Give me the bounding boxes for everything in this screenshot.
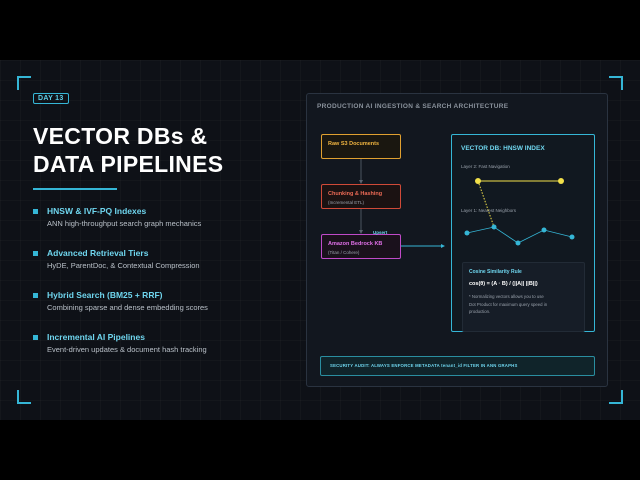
raw-s3-documents-node: Raw S3 Documents (321, 134, 401, 159)
cosine-formula: cos(θ) = (A · B) / (||A|| ||B||) (469, 281, 538, 287)
corner-bracket-bottom-right (609, 390, 623, 404)
flow-connectors (359, 159, 445, 248)
cosine-note: * Normalizing vectors allows you to use … (469, 294, 548, 314)
feature-item: HNSW & IVF-PQ Indexes ANN high-throughpu… (33, 206, 283, 248)
feature-title: Hybrid Search (BM25 + RRF) (47, 290, 163, 300)
layer-1-node (541, 227, 547, 233)
feature-item: Advanced Retrieval Tiers HyDE, ParentDoc… (33, 248, 283, 290)
architecture-panel: PRODUCTION AI INGESTION & SEARCH ARCHITE… (306, 93, 608, 387)
arrowhead-icon (359, 230, 363, 234)
layer-2-node (475, 178, 481, 184)
layer-2-node (558, 178, 564, 184)
corner-bracket-top-right (609, 76, 623, 90)
bullet-square-icon (33, 251, 38, 256)
node-subtitle: (Titan / Cohere) (328, 250, 360, 255)
arrowhead-icon (359, 180, 363, 184)
feature-description: Event-driven updates & document hash tra… (47, 345, 207, 354)
feature-title: Advanced Retrieval Tiers (47, 248, 149, 258)
layer-1-node (515, 240, 521, 246)
layer-1-node (569, 234, 575, 240)
chunking-hashing-node: Chunking & Hashing (Incremental ETL) (321, 184, 401, 209)
feature-item: Hybrid Search (BM25 + RRF) Combining spa… (33, 290, 283, 332)
layer-1-node (464, 230, 470, 236)
node-title: Amazon Bedrock KB (328, 241, 383, 247)
slide-title: VECTOR DBs & DATA PIPELINES (33, 122, 223, 178)
panel-title: PRODUCTION AI INGESTION & SEARCH ARCHITE… (317, 103, 509, 110)
feature-item: Incremental AI Pipelines Event-driven up… (33, 332, 283, 374)
slide: DAY 13 VECTOR DBs & DATA PIPELINES HNSW … (0, 60, 640, 420)
feature-title: Incremental AI Pipelines (47, 332, 145, 342)
amazon-bedrock-node: Amazon Bedrock KB (Titan / Cohere) (321, 234, 401, 259)
node-subtitle: (Incremental ETL) (328, 200, 365, 205)
vector-db-title: VECTOR DB: HNSW INDEX (461, 145, 545, 152)
feature-list: HNSW & IVF-PQ Indexes ANN high-throughpu… (33, 206, 283, 374)
security-audit-banner: SECURITY AUDIT: ALWAYS ENFORCE METADATA … (320, 356, 595, 376)
vector-db-box: VECTOR DB: HNSW INDEX Layer 2: Fast Navi… (451, 134, 595, 332)
layer-descent-path (477, 180, 495, 228)
feature-description: Combining sparse and dense embedding sco… (47, 303, 208, 312)
cosine-title: Cosine Similarity Rule (469, 269, 522, 275)
arrowhead-icon (441, 244, 445, 248)
node-title: Chunking & Hashing (328, 191, 383, 197)
cosine-similarity-card: Cosine Similarity Rule cos(θ) = (A · B) … (462, 262, 585, 332)
corner-bracket-bottom-left (17, 390, 31, 404)
title-line-1: VECTOR DBs & (33, 123, 208, 149)
hnsw-graph (464, 178, 575, 246)
corner-bracket-top-left (17, 76, 31, 90)
bullet-square-icon (33, 209, 38, 214)
title-underline (33, 188, 117, 190)
node-title: Raw S3 Documents (328, 141, 380, 147)
title-line-2: DATA PIPELINES (33, 151, 224, 177)
layer-2-label: Layer 2: Fast Navigation (461, 164, 510, 169)
bullet-square-icon (33, 335, 38, 340)
feature-description: ANN high-throughput search graph mechani… (47, 219, 202, 228)
feature-title: HNSW & IVF-PQ Indexes (47, 206, 147, 216)
day-badge: DAY 13 (33, 93, 69, 104)
layer-1-node (491, 224, 497, 230)
feature-description: HyDE, ParentDoc, & Contextual Compressio… (47, 261, 200, 270)
bullet-square-icon (33, 293, 38, 298)
upsert-label: Upsert (373, 230, 388, 235)
layer-1-edges (466, 226, 573, 244)
